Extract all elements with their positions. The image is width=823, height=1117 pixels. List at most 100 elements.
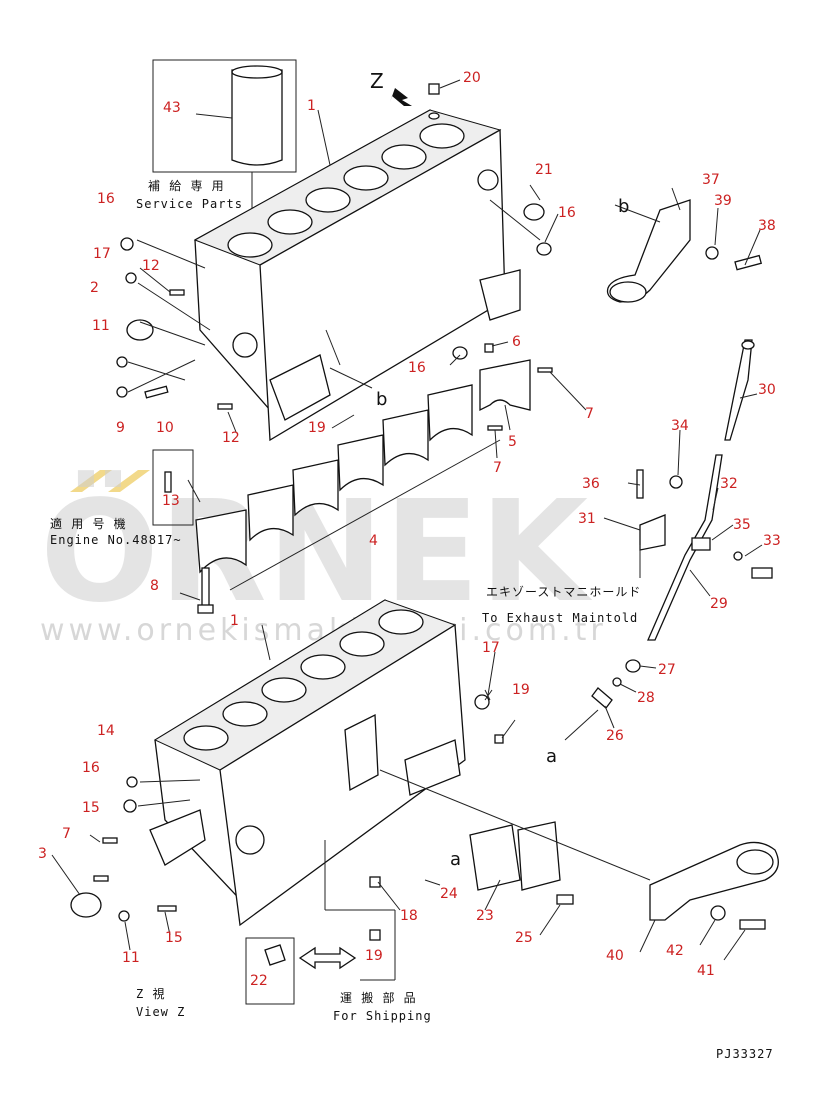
callout-9: 9 bbox=[116, 420, 125, 436]
callout-16-lower: 16 bbox=[82, 760, 100, 776]
clamp-35 bbox=[691, 537, 711, 551]
bearing-cap-4f bbox=[195, 509, 247, 574]
upper-left-parts bbox=[116, 237, 233, 410]
callout-23: 23 bbox=[476, 908, 494, 924]
callout-19-right: 19 bbox=[512, 682, 530, 698]
engine-no-frame bbox=[152, 449, 194, 526]
clip-34 bbox=[669, 475, 683, 489]
connector-26 bbox=[591, 687, 613, 709]
right-upper-bracket: b bbox=[606, 196, 763, 303]
label-b-right: b bbox=[618, 196, 629, 217]
callout-19-upper: 19 bbox=[308, 420, 326, 436]
lower-left-parts bbox=[70, 694, 504, 922]
bore-1 bbox=[227, 232, 273, 258]
callout-11-upper: 11 bbox=[92, 318, 110, 334]
callout-2: 2 bbox=[90, 280, 99, 296]
bolt-8 bbox=[201, 567, 210, 609]
view-z-arrow: Z bbox=[370, 69, 412, 106]
label-a-lower: a bbox=[450, 849, 461, 870]
bearing-cap-4a bbox=[427, 384, 473, 442]
lower-cylinder-block bbox=[149, 599, 491, 927]
callout-28: 28 bbox=[637, 690, 655, 706]
callout-22: 22 bbox=[250, 973, 268, 989]
bearing-cap-4e bbox=[247, 484, 294, 542]
gauge-30 bbox=[724, 339, 753, 441]
oil-gauge: エキゾーストマニホールド To Exhaust Maintold a bbox=[482, 339, 773, 767]
callout-7-lower: 7 bbox=[62, 826, 71, 842]
callout-36: 36 bbox=[582, 476, 600, 492]
bearing-cap-4c bbox=[337, 434, 384, 492]
callout-43: 43 bbox=[163, 100, 181, 116]
cylinder-liner bbox=[231, 69, 283, 166]
callout-15-upper: 15 bbox=[82, 800, 100, 816]
washer-32 bbox=[733, 551, 743, 561]
view-z-jp: Z 視 bbox=[136, 986, 165, 1001]
callout-13: 13 bbox=[162, 493, 180, 509]
callout-39: 39 bbox=[714, 193, 732, 209]
plug-2 bbox=[126, 319, 154, 341]
callout-30: 30 bbox=[758, 382, 776, 398]
leader-lines bbox=[51, 79, 763, 961]
plug-16c bbox=[452, 346, 468, 360]
upper-block-pad bbox=[269, 354, 331, 421]
plug-22 bbox=[264, 944, 286, 966]
callout-14: 14 bbox=[97, 723, 115, 739]
callout-5: 5 bbox=[508, 434, 517, 450]
callout-16-left: 16 bbox=[97, 191, 115, 207]
callout-6: 6 bbox=[512, 334, 521, 350]
bolt-41 bbox=[739, 919, 766, 930]
nut-27 bbox=[625, 659, 641, 673]
lower-right-parts: a bbox=[379, 769, 779, 930]
callout-34: 34 bbox=[671, 418, 689, 434]
callout-3: 3 bbox=[38, 846, 47, 862]
service-parts-jp: 補 給 専 用 bbox=[148, 179, 225, 193]
callout-8: 8 bbox=[150, 578, 159, 594]
upper-right-parts bbox=[428, 83, 553, 431]
shipping-parts: Z 視 View Z 運 搬 部 品 For Shipping bbox=[136, 840, 431, 1023]
callout-21: 21 bbox=[535, 162, 553, 178]
callout-16-mid: 16 bbox=[408, 360, 426, 376]
callout-1-upper: 1 bbox=[307, 98, 316, 114]
pin-12b bbox=[217, 403, 233, 410]
bore-3 bbox=[305, 187, 351, 213]
lower-block-side bbox=[219, 623, 466, 927]
callout-19-lower: 19 bbox=[365, 948, 383, 964]
drawing-id: PJ33327 bbox=[716, 1047, 774, 1061]
exhaust-en: To Exhaust Maintold bbox=[482, 611, 638, 625]
view-z-en: View Z bbox=[136, 1005, 185, 1019]
label-a-left: a bbox=[546, 746, 557, 767]
engine-no-en: Engine No.48817~ bbox=[50, 533, 182, 547]
double-arrow-icon bbox=[298, 946, 357, 970]
bearing-cap-4d bbox=[292, 459, 339, 517]
ring-28 bbox=[612, 677, 622, 687]
bolt-36 bbox=[636, 469, 644, 499]
callout-37: 37 bbox=[702, 172, 720, 188]
callout-29: 29 bbox=[710, 596, 728, 612]
callout-7-upper: 7 bbox=[585, 406, 594, 422]
cover-23b bbox=[517, 821, 561, 891]
callout-35: 35 bbox=[733, 517, 751, 533]
plug-11a bbox=[116, 356, 128, 368]
view-z-frame bbox=[245, 937, 295, 1005]
service-parts-box: 補 給 専 用 Service Parts bbox=[136, 59, 297, 235]
z-arrow-icon bbox=[390, 88, 412, 106]
exhaust-jp: エキゾーストマニホールド bbox=[486, 585, 641, 599]
callout-12-lower: 12 bbox=[222, 430, 240, 446]
bolt-25 bbox=[556, 894, 574, 905]
plug-3 bbox=[70, 892, 102, 918]
pin-7a bbox=[537, 367, 553, 373]
pin-6 bbox=[484, 343, 494, 353]
bolt-13 bbox=[164, 471, 172, 493]
plug-20 bbox=[428, 83, 440, 95]
bearing-cap-4b bbox=[382, 409, 429, 467]
callout-16-right: 16 bbox=[558, 205, 576, 221]
callout-11-lower: 11 bbox=[122, 950, 140, 966]
callout-33: 33 bbox=[763, 533, 781, 549]
plug-16b bbox=[536, 242, 552, 256]
callout-27: 27 bbox=[658, 662, 676, 678]
callout-18: 18 bbox=[400, 908, 418, 924]
callout-42: 42 bbox=[666, 943, 684, 959]
callout-31: 31 bbox=[578, 511, 596, 527]
cylinder-liner-top bbox=[231, 65, 283, 79]
